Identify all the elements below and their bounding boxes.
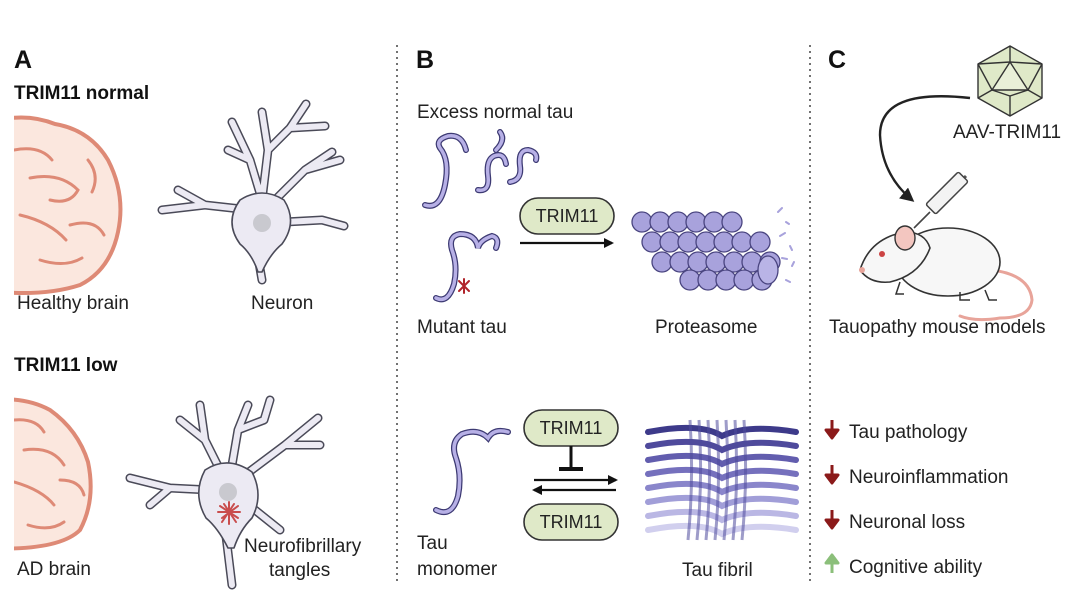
tau-fibril-label: Tau fibril (682, 560, 753, 581)
outcome-label: Cognitive ability (849, 557, 983, 578)
trim11-normal-title: TRIM11 normal (14, 83, 149, 104)
neuron-label: Neuron (251, 293, 313, 314)
trim11-pill-top (519, 197, 615, 235)
ad-brain-illustration (14, 397, 93, 551)
trim11-pill-bottom-label: TRIM11 (540, 512, 603, 532)
tau-monomer-label-line1: Tau (417, 533, 448, 554)
mouse-illustration (859, 225, 1034, 322)
ad-brain-label: AD brain (17, 559, 91, 580)
aav-trim11-label: AAV-TRIM11 (953, 122, 1061, 143)
tangles-label-line1: Neurofibrillary (244, 536, 362, 557)
outcome-label: Tau pathology (849, 422, 968, 443)
aav-virus-icon (977, 45, 1043, 117)
trim11-pill-inhibit-label: TRIM11 (540, 418, 603, 438)
panel-a: A TRIM11 normal Healthy brain Neuron TRI… (14, 46, 362, 590)
syringe-icon (913, 171, 969, 229)
panel-a-letter: A (14, 46, 32, 74)
healthy-brain-label: Healthy brain (17, 293, 129, 314)
tau-fibril-illustration (645, 419, 799, 541)
outcome-item: Cognitive ability (824, 553, 983, 578)
panel-c: C AAV-TRIM11 Tauopathy mouse models (824, 45, 1061, 578)
down-arrow-icon (824, 510, 840, 530)
trim11-pill-bottom (523, 503, 619, 541)
ad-neuron-illustration (125, 395, 325, 590)
up-arrow-icon (824, 553, 840, 573)
outcome-label: Neuronal loss (849, 512, 965, 533)
mutant-tau-strand (433, 230, 501, 303)
trim11-pill-top-label: TRIM11 (536, 206, 599, 226)
mutation-star-icon (458, 278, 470, 294)
trim11-low-title: TRIM11 low (14, 355, 118, 376)
down-arrow-icon (824, 420, 840, 440)
healthy-neuron-illustration (157, 99, 349, 285)
tau-monomer-label-line2: monomer (417, 559, 498, 580)
degraded-fragments (777, 207, 795, 283)
proteasome-illustration (631, 211, 781, 291)
outcome-item: Neuronal loss (824, 510, 965, 533)
down-arrow-icon (824, 465, 840, 485)
proteasome-label: Proteasome (655, 317, 757, 338)
excess-tau-label: Excess normal tau (417, 102, 573, 123)
panel-c-letter: C (828, 46, 846, 74)
mutant-tau-label: Mutant tau (417, 317, 507, 338)
injection-arrow (878, 95, 971, 202)
outcome-item: Tau pathology (824, 420, 968, 443)
panel-b: B Excess normal tau Mutant tau TRIM11 Pr… (416, 46, 799, 581)
healthy-brain-illustration (14, 115, 123, 296)
normal-tau-strands (422, 129, 540, 209)
tangles-label-line2: tangles (269, 560, 330, 581)
mouse-models-label: Tauopathy mouse models (829, 317, 1046, 338)
outcome-label: Neuroinflammation (849, 467, 1008, 488)
tau-monomer-strand (433, 427, 511, 516)
panel-b-letter: B (416, 46, 434, 74)
outcome-item: Neuroinflammation (824, 465, 1008, 488)
